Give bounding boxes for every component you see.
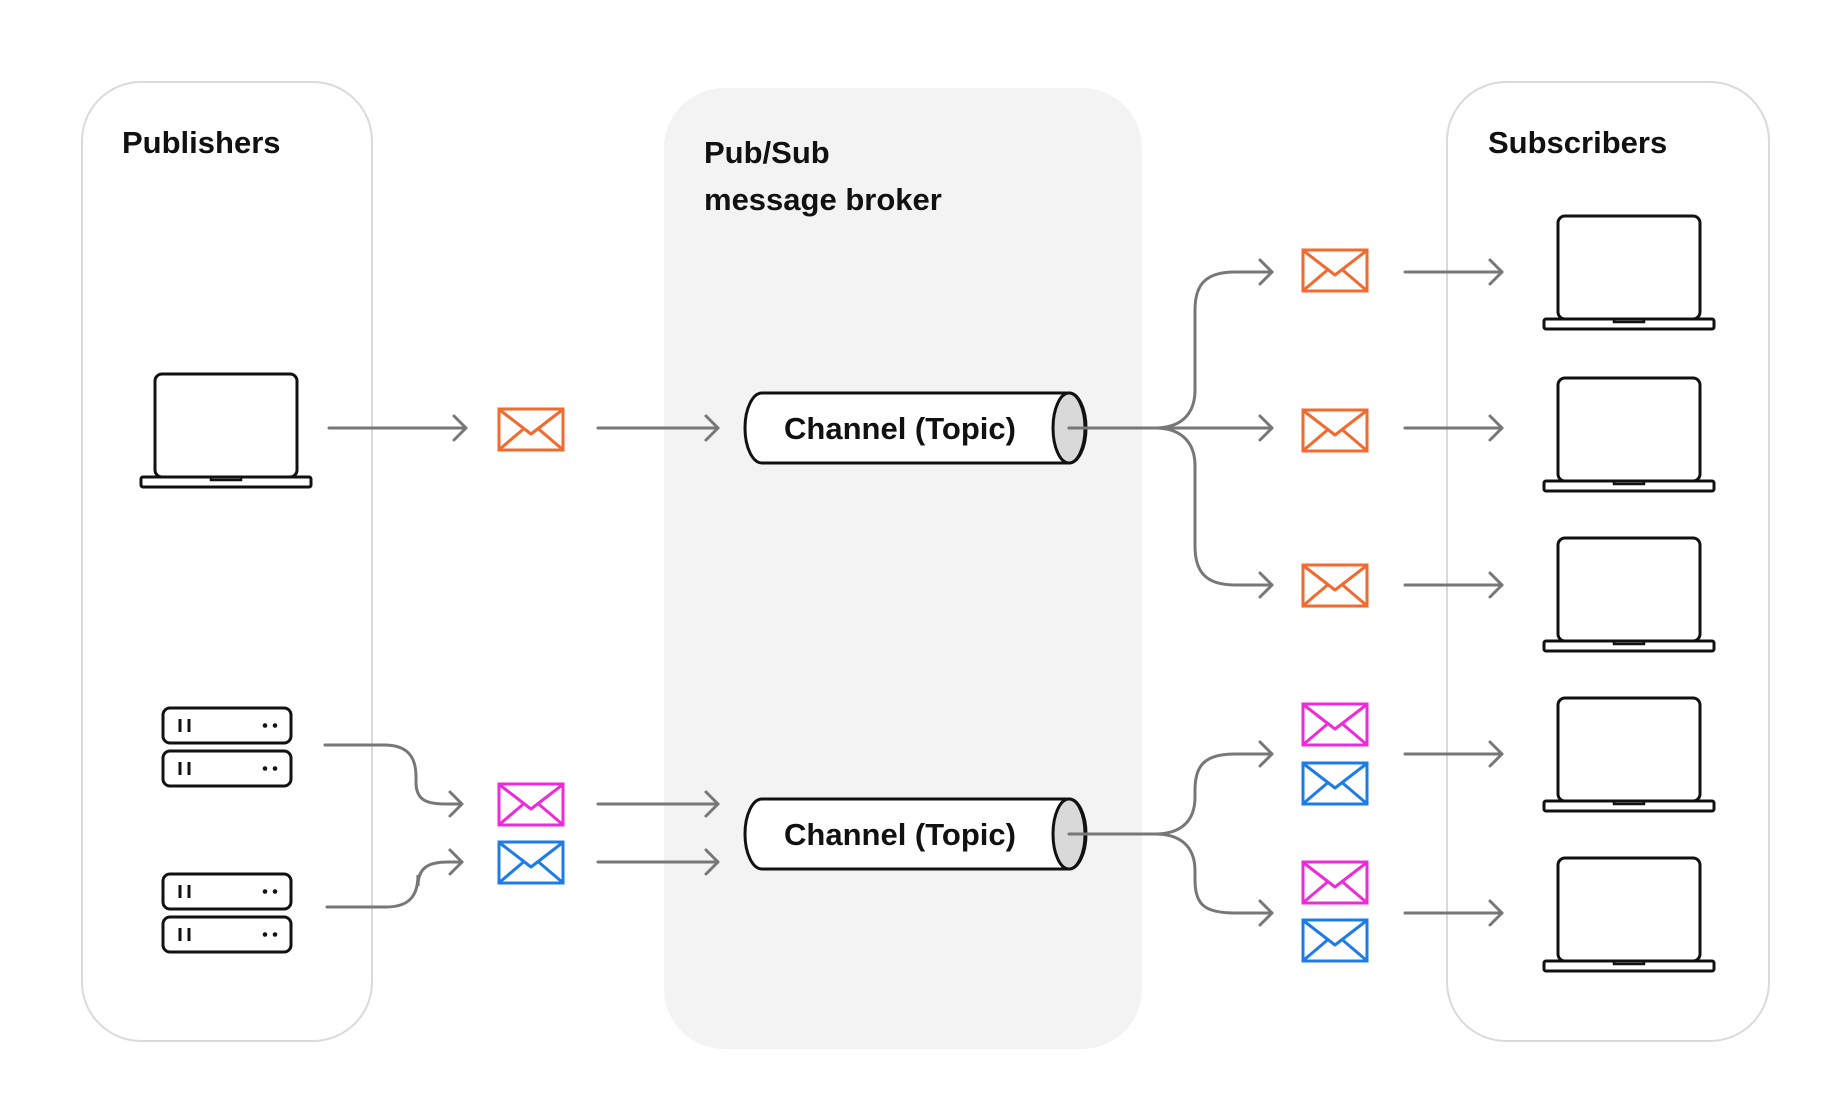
envelope-icon — [497, 782, 565, 827]
subscriber-laptop-icon — [1542, 376, 1716, 493]
publishers-title: Publishers — [122, 125, 281, 160]
broker-title-line1: Pub/Sub — [704, 135, 830, 170]
subscriber-laptop-icon — [1542, 536, 1716, 653]
subscribers-title: Subscribers — [1488, 125, 1668, 160]
channel-topic-1: Channel (Topic) — [743, 391, 1088, 465]
envelope-icon — [1301, 918, 1369, 963]
channel-topic-2: Channel (Topic) — [743, 797, 1088, 871]
channel-2-label: Channel (Topic) — [784, 817, 1016, 852]
envelope-icon — [497, 840, 565, 885]
subscriber-laptop-icon — [1542, 856, 1716, 973]
publisher-arrow-line — [323, 743, 462, 806]
fanout-line — [1067, 752, 1274, 836]
subscriber-laptop-icon — [1542, 696, 1716, 813]
publisher-laptop-icon — [139, 372, 313, 489]
subscriber-laptop-icon — [1542, 214, 1716, 331]
fanout-line — [1153, 832, 1274, 915]
envelope-icon — [1301, 408, 1369, 453]
envelope-icon — [1301, 702, 1369, 747]
fanout-line — [1153, 426, 1274, 587]
broker-title-line2: message broker — [704, 182, 942, 217]
envelope-icon — [1301, 860, 1369, 905]
envelope-icon — [1301, 248, 1369, 293]
publisher-server-icon — [161, 706, 293, 788]
broker-panel: Pub/Sub message broker — [664, 88, 1142, 1049]
channel-1-label: Channel (Topic) — [784, 411, 1016, 446]
envelope-icon — [1301, 563, 1369, 608]
publisher-arrow-line — [325, 860, 464, 909]
publisher-server-icon — [161, 872, 293, 954]
fanout-line — [1067, 270, 1274, 430]
envelope-icon — [497, 407, 565, 452]
envelope-icon — [1301, 761, 1369, 806]
